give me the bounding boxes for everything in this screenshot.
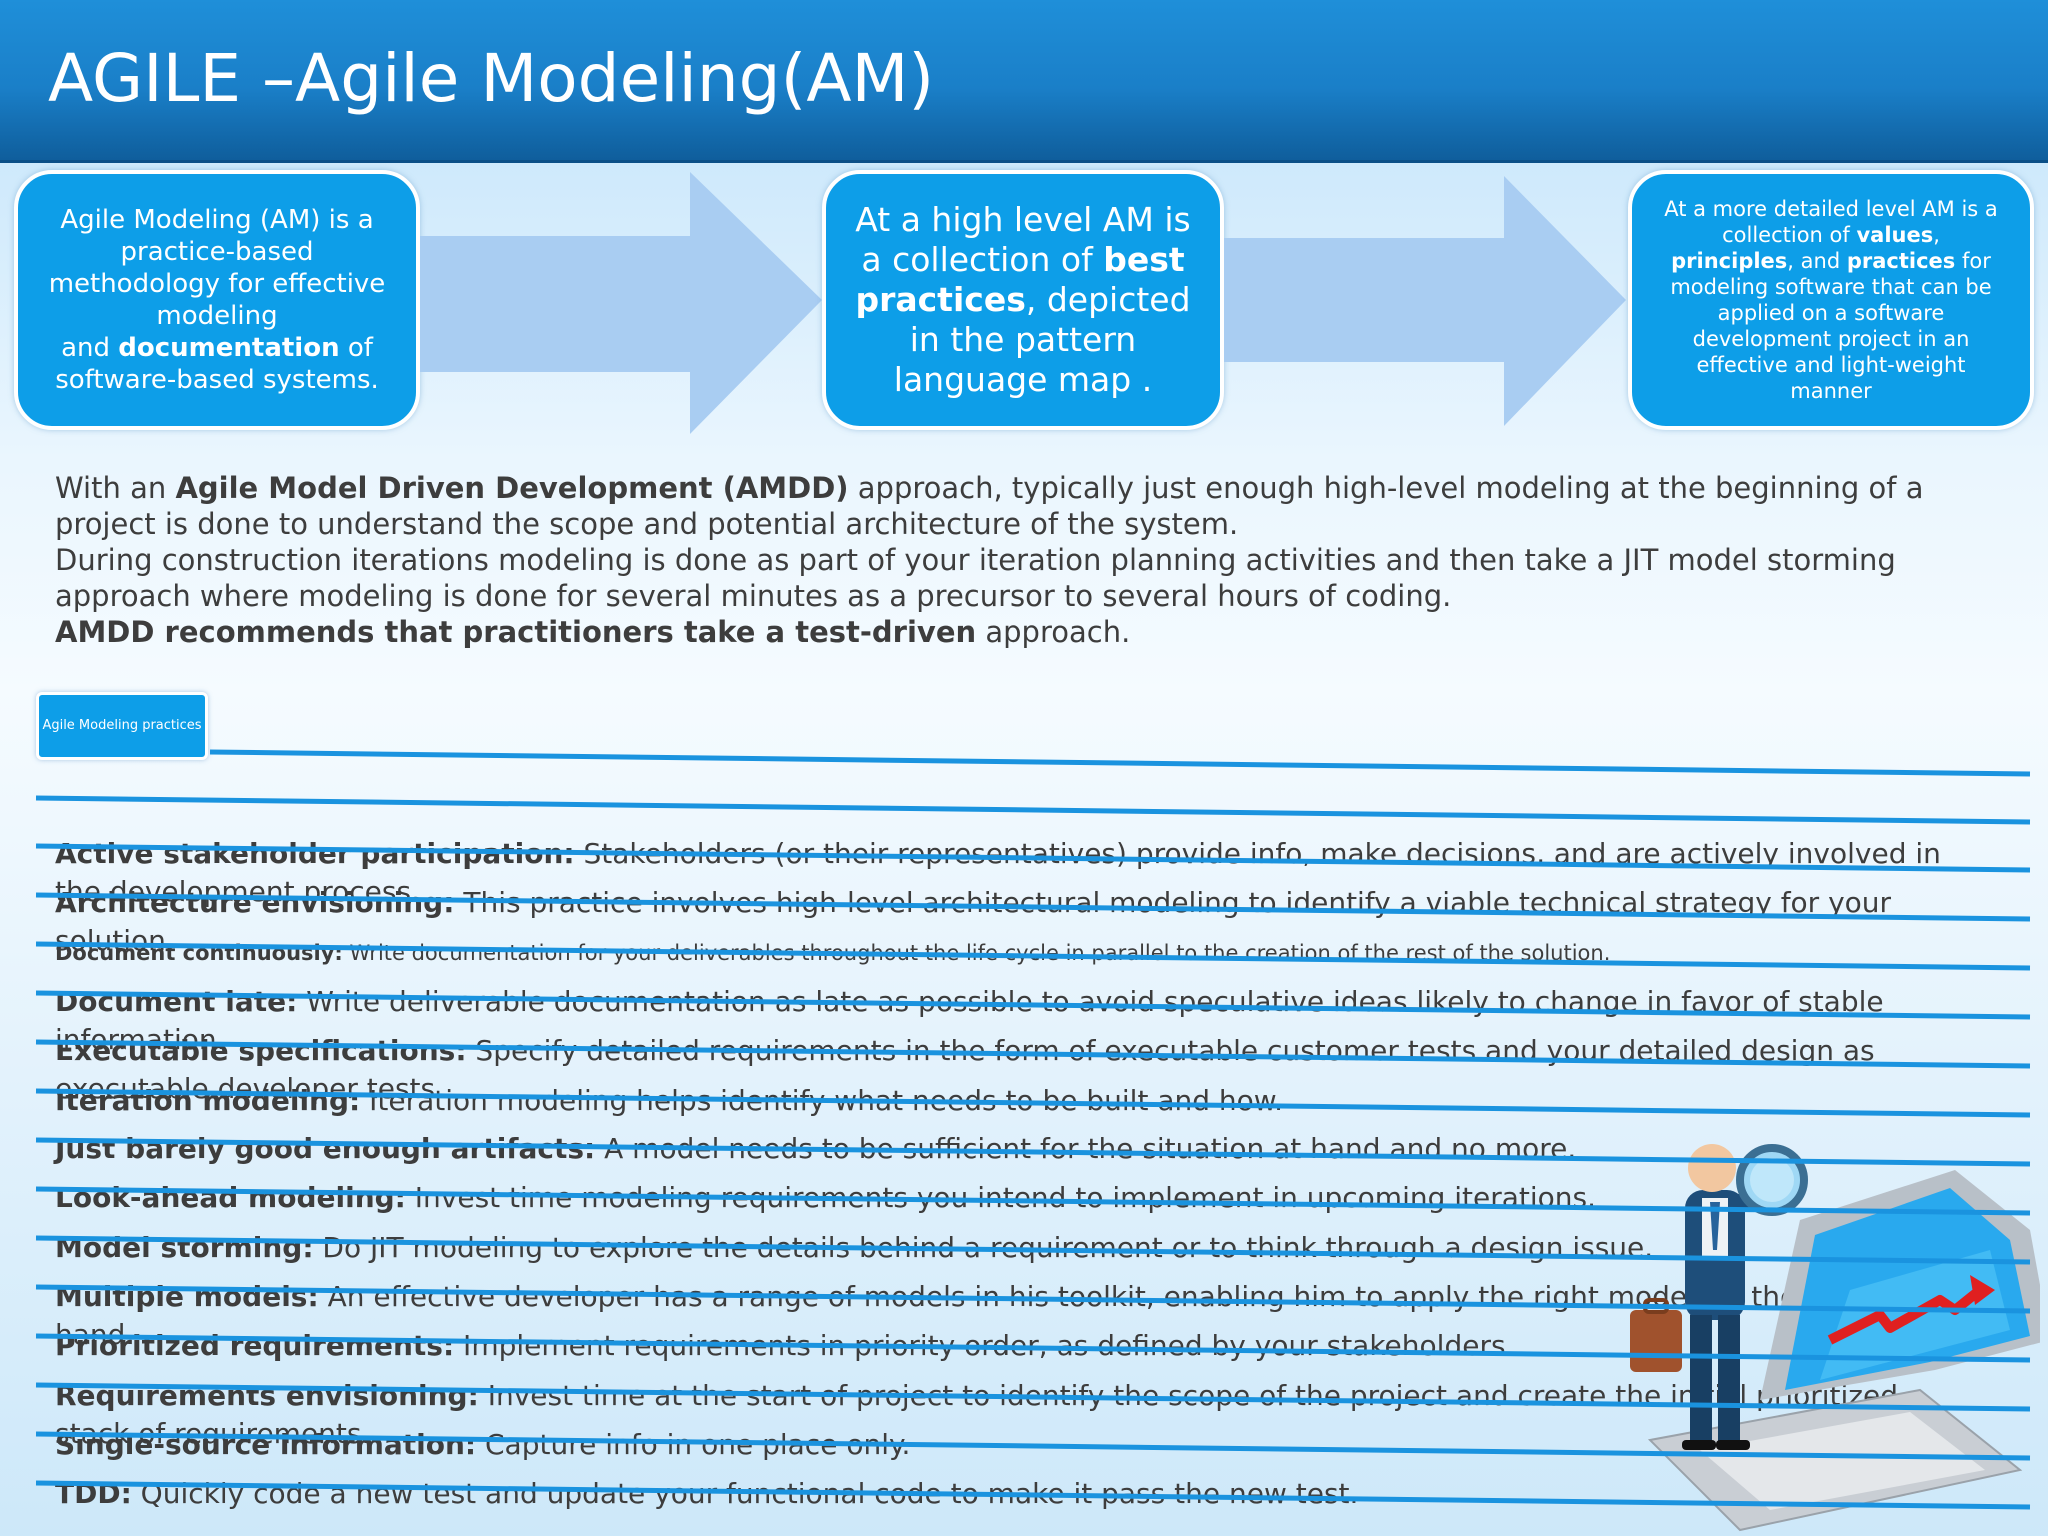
practice-name: Document late: [55, 985, 298, 1018]
high-level-text: At a high level AM is a collection of be… [852, 200, 1194, 400]
practice-name: Look-ahead modeling: [55, 1181, 406, 1214]
practice-description: Stakeholders (or their representatives) … [55, 837, 1941, 908]
amdd-paragraph-3: AMDD recommends that practitioners take … [55, 614, 2015, 650]
amdd-paragraph-1: With an Agile Model Driven Development (… [55, 470, 2015, 542]
definition-text: Agile Modeling (AM) is a practice-based … [40, 204, 394, 396]
divider-line [35, 1235, 2031, 1265]
divider-line [35, 892, 2031, 922]
divider-line [209, 749, 2031, 777]
right-arrow-icon [420, 172, 822, 434]
detail-values: values [1856, 223, 1934, 247]
definition-rest: of software-based systems. [55, 333, 379, 395]
detail-t2: , [1933, 223, 1940, 247]
practice-name: Prioritized requirements: [55, 1329, 455, 1362]
definition-bold: documentation [118, 333, 340, 363]
definition-line: Agile Modeling (AM) is a practice-based … [48, 205, 386, 331]
high-level-pre: At a high level AM is a collection of [855, 200, 1191, 279]
high-level-post: , depicted in the pattern language map . [893, 280, 1191, 399]
practice-name: Executable specifications: [55, 1034, 467, 1067]
divider-line [35, 1039, 2031, 1069]
detail-principles: principles [1671, 249, 1788, 273]
practice-description: Write deliverable documentation as late … [55, 985, 1884, 1056]
title-bar: AGILE –Agile Modeling(AM) [0, 0, 2048, 163]
detailed-level-text: At a more detailed level AM is a collect… [1660, 196, 2002, 404]
divider-line [35, 843, 2031, 873]
practice-item: Just barely good enough artifacts: A mod… [55, 1130, 1975, 1168]
practices-button[interactable]: Agile Modeling practices [36, 692, 208, 760]
high-level-bold: best practices [855, 240, 1185, 319]
businessman-laptop-illustration [1630, 1144, 2040, 1532]
divider-line [35, 1480, 2031, 1510]
high-level-box: At a high level AM is a collection of be… [822, 170, 1224, 430]
detail-t4: for modeling software that can be applie… [1670, 249, 1992, 403]
divider-line [35, 941, 2031, 971]
amdd-paragraph-2: During construction iterations modeling … [55, 543, 1896, 613]
practice-item: Document late: Write deliverable documen… [55, 983, 1975, 1059]
practice-item: Active stakeholder participation: Stakeh… [55, 835, 1975, 911]
detailed-level-box: At a more detailed level AM is a collect… [1628, 170, 2034, 430]
p3-post: approach. [976, 615, 1131, 649]
divider-line [35, 1382, 2031, 1412]
divider-line [35, 1186, 2031, 1216]
practice-item: Single-source information: Capture info … [55, 1426, 1975, 1464]
p1-bold: Agile Model Driven Development (AMDD) [175, 471, 849, 505]
page-title: AGILE –Agile Modeling(AM) [48, 40, 935, 117]
detail-practices: practices [1846, 249, 1956, 273]
p1-pre: With an [55, 471, 176, 505]
definition-and: and [61, 333, 119, 363]
divider-line [35, 1431, 2031, 1461]
practice-name: Just barely good enough artifacts: [55, 1132, 596, 1165]
divider-line [35, 1088, 2031, 1118]
amdd-description: With an Agile Model Driven Development (… [55, 470, 2015, 650]
p3-bold: AMDD recommends that practitioners take … [55, 615, 977, 649]
p1-post: approach, typically just enough high-lev… [55, 471, 1924, 541]
divider-line [35, 1137, 2031, 1167]
right-arrow-icon [1224, 176, 1626, 426]
detail-t3: , and [1787, 249, 1847, 273]
divider-line [35, 1284, 2031, 1314]
practice-name: Architecture envisioning: [55, 886, 455, 919]
divider-line [35, 990, 2031, 1020]
divider-line [35, 795, 2031, 825]
definition-box: Agile Modeling (AM) is a practice-based … [14, 170, 420, 430]
detail-t1: At a more detailed level AM is a collect… [1664, 197, 1998, 247]
divider-line [35, 1333, 2031, 1363]
